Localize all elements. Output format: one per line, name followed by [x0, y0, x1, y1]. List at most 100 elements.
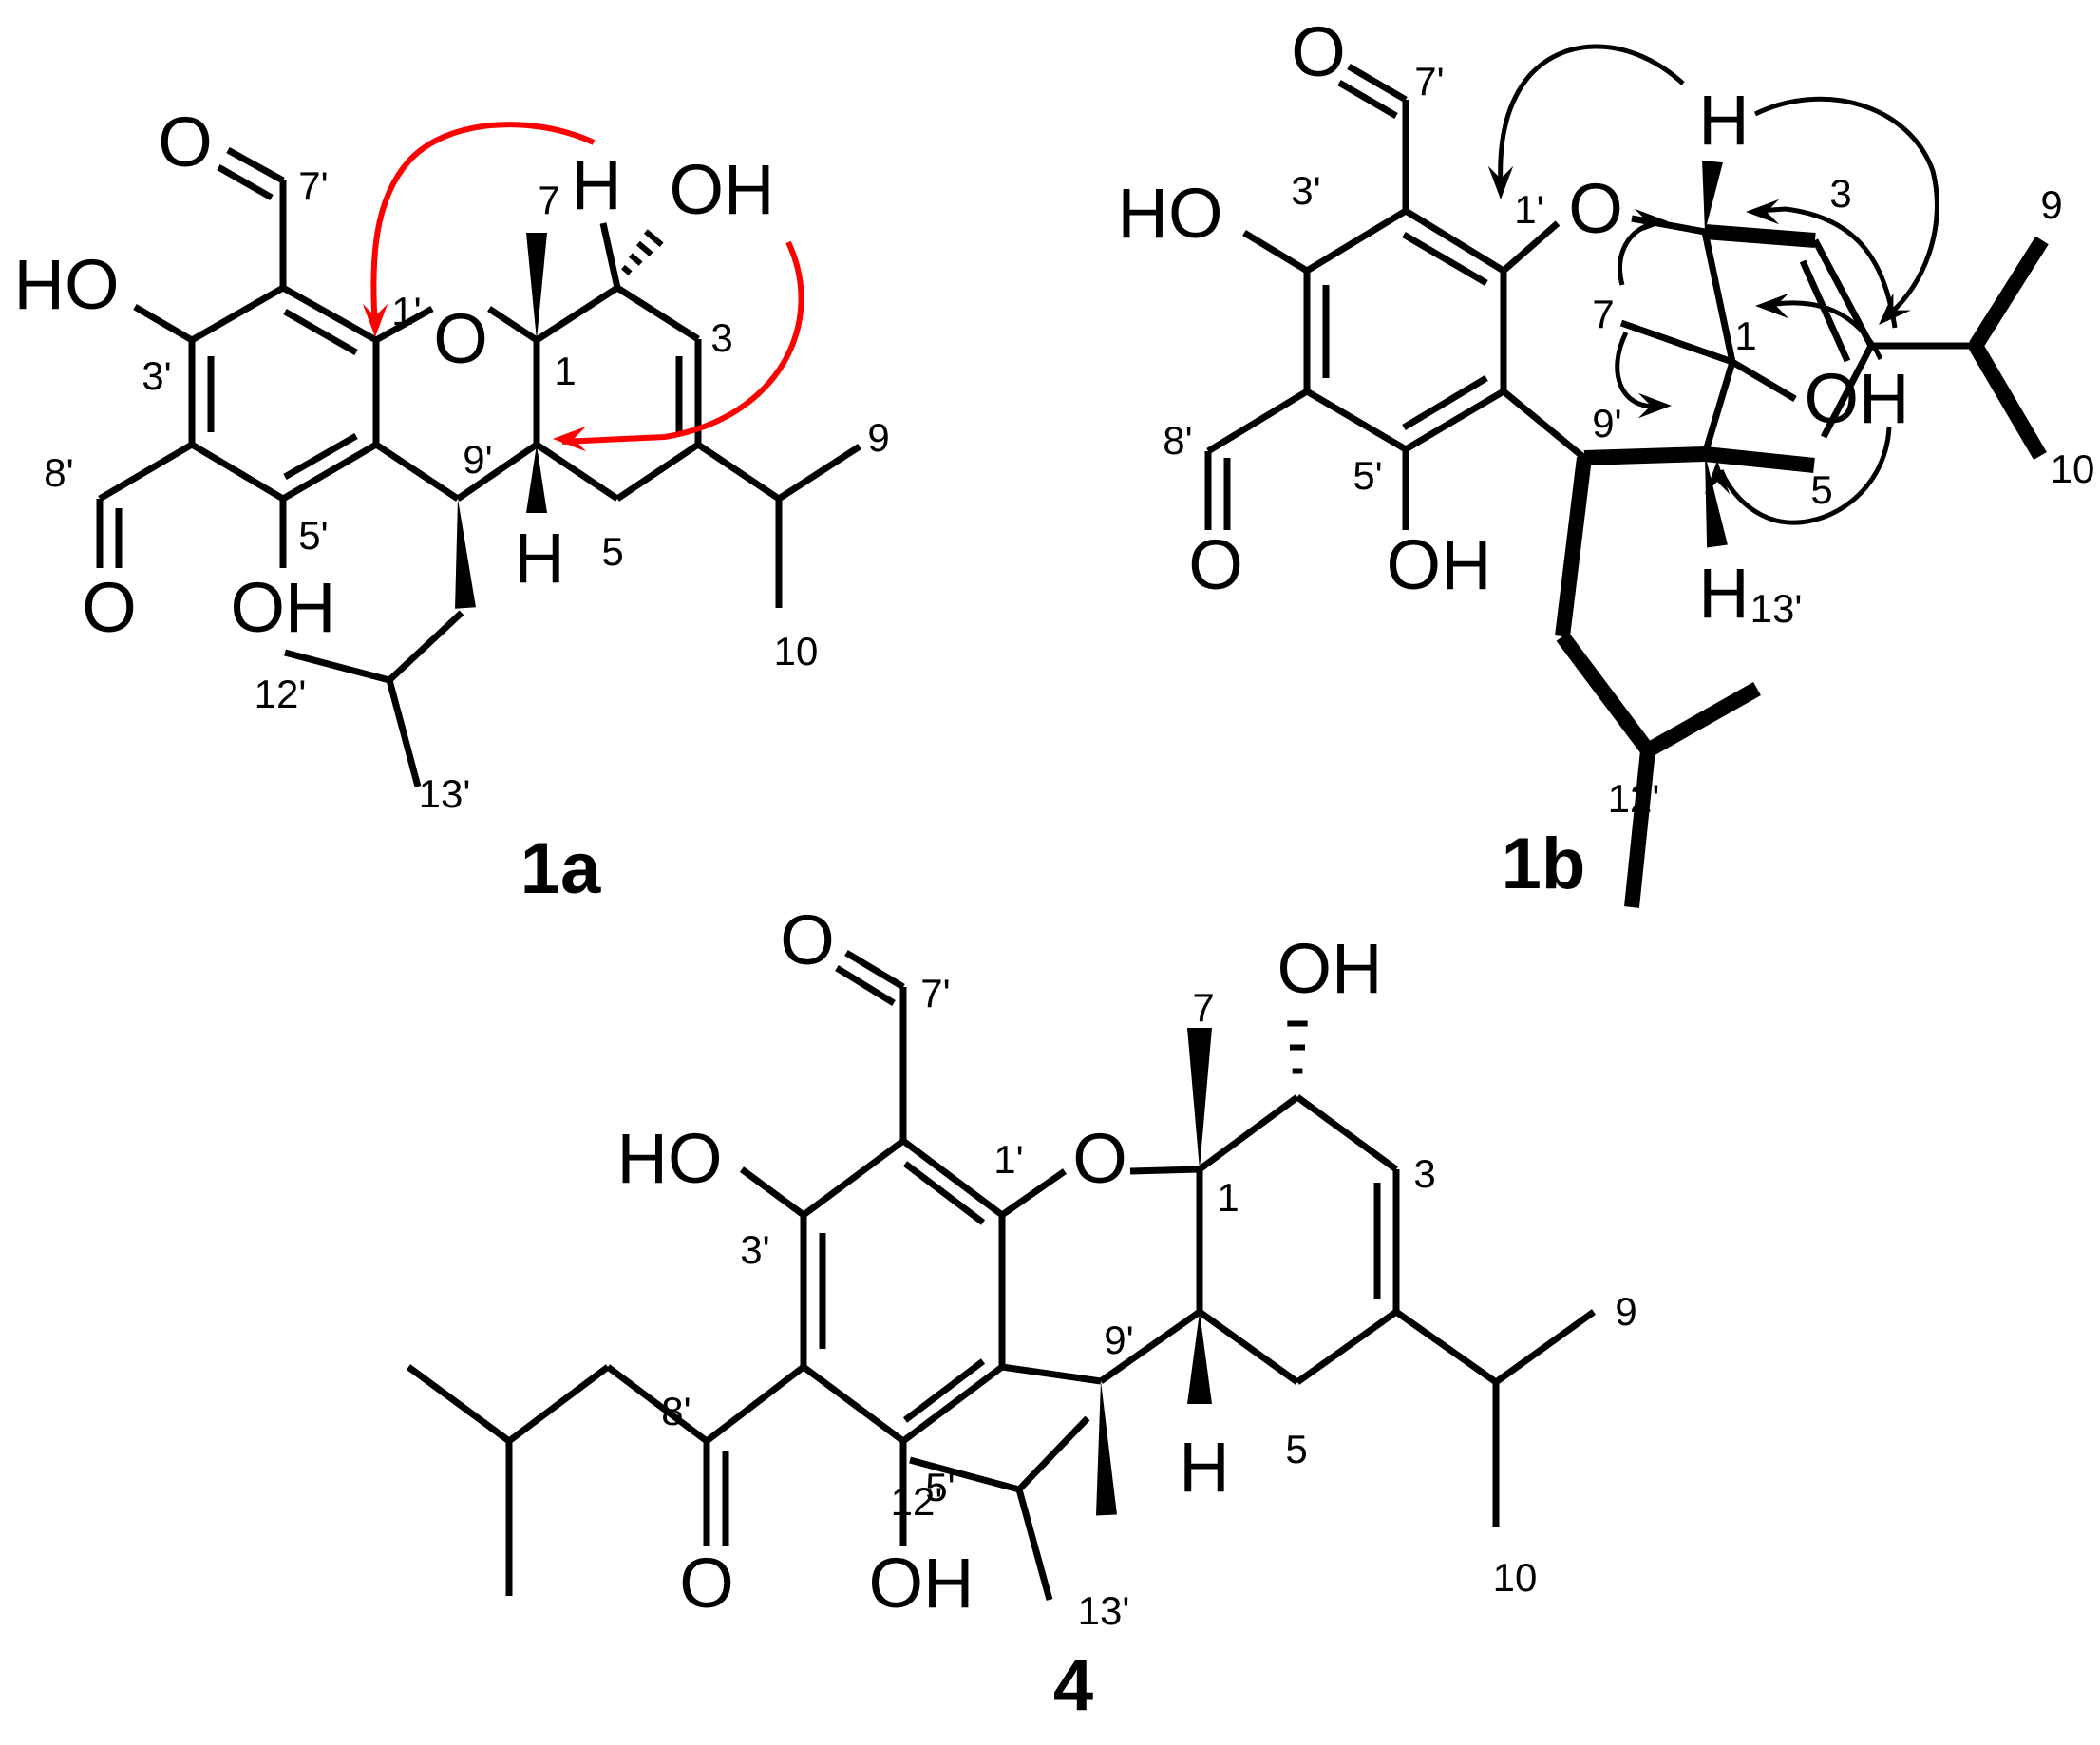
atom-label-hydroxyl-c2: OH — [1277, 929, 1383, 1008]
single-bond — [487, 306, 539, 343]
noesy-correlation-arrow — [1718, 427, 1892, 525]
position-number: 9' — [1592, 401, 1621, 446]
wedge-bond — [1187, 1312, 1212, 1404]
position-number: 5' — [298, 513, 328, 558]
single-bond — [615, 285, 700, 342]
noesy-correlation-arrow — [1756, 206, 1898, 329]
position-number: 5 — [1285, 1427, 1307, 1471]
compound-label: 1a — [520, 828, 601, 909]
atom-label-aldehyde-oxygen-7: O — [158, 103, 213, 181]
single-bond — [1295, 1094, 1399, 1172]
position-number: 13' — [419, 771, 471, 816]
position-number: 10 — [774, 629, 819, 673]
atom-label-hydroxyl-3: HO — [14, 245, 120, 324]
single-bond — [1129, 1166, 1201, 1175]
noesy-correlation-arrow — [1498, 44, 1685, 186]
position-number: 10 — [2051, 446, 2095, 491]
bold-bond — [1555, 457, 1592, 637]
single-bond — [777, 444, 861, 502]
position-number: 1 — [1217, 1175, 1239, 1220]
single-bond — [1347, 63, 1408, 104]
single-bond — [1619, 319, 1734, 366]
single-bond — [900, 1138, 1005, 1218]
arrow-head-icon — [1755, 293, 1789, 319]
position-number: 12' — [891, 1479, 943, 1524]
single-bond — [386, 679, 422, 787]
position-number: 3' — [142, 353, 171, 398]
atom-label-ketone-oxygen-8: O — [679, 1544, 734, 1622]
hashed-bond — [620, 264, 633, 275]
single-bond — [739, 1166, 806, 1218]
double-bond-inner-line — [217, 163, 274, 201]
bold-bond — [1704, 446, 1815, 473]
noesy-correlation-arrow — [1753, 96, 1939, 315]
wedge-bond — [1705, 454, 1728, 548]
double-bond-inner-line — [1402, 374, 1488, 431]
position-number: 7' — [1414, 59, 1444, 104]
single-bond — [704, 1364, 806, 1444]
single-bond — [1631, 215, 1706, 236]
single-bond — [1305, 208, 1408, 274]
single-bond — [374, 442, 460, 502]
position-number: 7 — [538, 178, 559, 222]
single-bond — [1701, 360, 1736, 456]
bold-bond — [1583, 446, 1706, 465]
single-bond — [1206, 389, 1309, 454]
single-bond — [387, 610, 464, 683]
atom-label-pyran-oxygen: O — [433, 299, 488, 378]
double-bond-inner-line — [283, 308, 358, 356]
position-number: 10 — [1493, 1555, 1538, 1600]
hmbc-correlation-arrow — [370, 122, 596, 329]
bold-bond — [1969, 236, 2049, 351]
single-bond — [406, 1364, 512, 1444]
bold-bond — [1704, 224, 1816, 248]
position-number: 7 — [1192, 985, 1214, 1030]
single-bond — [1242, 230, 1309, 274]
single-bond — [456, 442, 539, 502]
single-bond — [1493, 1309, 1597, 1385]
hashed-bond — [635, 240, 653, 256]
noesy-correlation-arrow — [1766, 300, 1883, 361]
position-number: 12' — [255, 672, 307, 716]
arrow-head-icon — [1879, 293, 1911, 325]
arrow-head-icon — [1704, 461, 1731, 495]
single-bond — [1197, 1094, 1300, 1172]
single-bond — [801, 1138, 906, 1218]
double-bond-inner-line — [835, 965, 896, 1006]
arrow-head-icon — [1746, 199, 1780, 225]
single-bond — [1305, 388, 1408, 453]
position-number: 9' — [463, 437, 492, 482]
position-number: 8' — [44, 450, 73, 495]
position-number: 1' — [993, 1137, 1023, 1182]
atom-label-hydroxyl-5: OH — [869, 1544, 974, 1622]
single-bond — [133, 303, 194, 344]
atom-label-aldehyde-oxygen-8: O — [1188, 525, 1243, 604]
single-bond — [999, 1168, 1068, 1218]
position-number: 3' — [1291, 168, 1320, 213]
double-bond-inner-line — [902, 1358, 986, 1423]
single-bond — [1393, 1309, 1499, 1385]
position-number: 12' — [1608, 776, 1660, 821]
position-number: 5 — [601, 529, 623, 574]
wedge-bond — [526, 233, 547, 340]
wedge-bond — [455, 499, 476, 609]
wedge-bond — [1187, 1028, 1212, 1169]
position-number: 3 — [1829, 171, 1851, 216]
wedge-bond — [1702, 160, 1723, 232]
single-bond — [190, 284, 285, 344]
single-bond — [615, 442, 700, 502]
single-bond — [696, 442, 781, 502]
single-bond — [535, 285, 619, 343]
atom-label-hydrogen-bottom: H — [1698, 554, 1749, 633]
double-bond-inner-line — [1799, 259, 1851, 363]
single-bond — [1001, 1363, 1102, 1385]
double-bond-inner-line — [1402, 231, 1488, 287]
position-number: 5' — [1353, 453, 1382, 498]
single-bond — [226, 146, 285, 184]
single-bond — [535, 442, 619, 502]
single-bond — [1404, 208, 1505, 274]
position-number: 3 — [710, 315, 732, 360]
compound-label: 1b — [1502, 824, 1586, 904]
single-bond — [605, 1364, 709, 1444]
